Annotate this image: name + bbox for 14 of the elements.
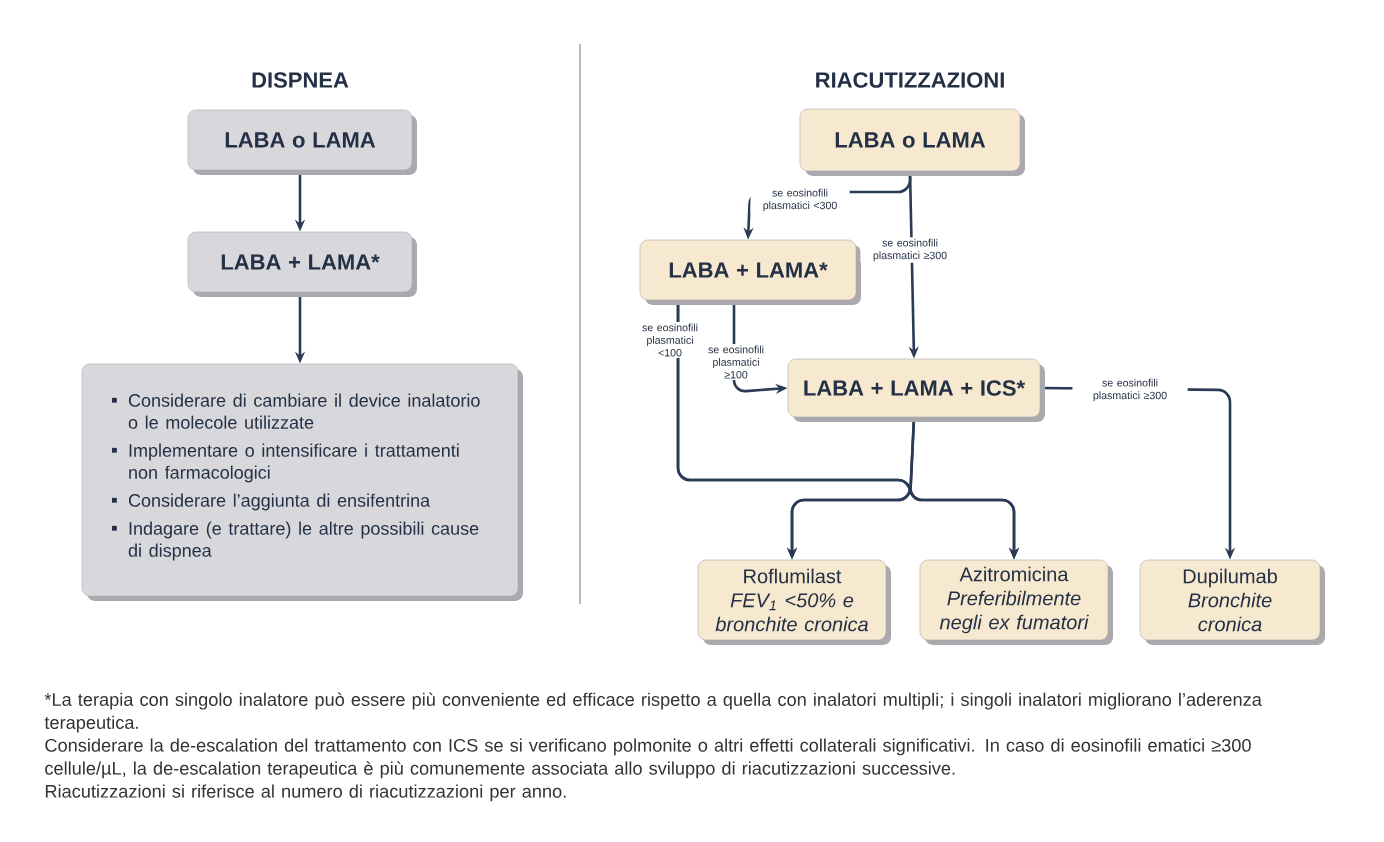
- footnote: Considerare la de-escalation del trattamento con ICS se si verificano polmonite o altri effetti collaterali significativi. In caso di eosinofili ematici ≥300 cellule/µL, la de-escalation terapeutica è più comunemente associata allo sviluppo di riacutizzazioni successive.: [45, 738, 1251, 779]
- treatment-box: Roflumilast FEV$_{1}$ <50% e bronchite cronica: [697, 559, 891, 645]
- treatment-box: LABA + LAMA*: [639, 239, 861, 305]
- column-title: DISPNEA: [252, 72, 349, 88]
- footnote: Riacutizzazioni si riferisce al numero di riacutizzazioni per anno.: [45, 784, 566, 802]
- treatment-box: LABA + LAMA + ICS*: [787, 358, 1045, 422]
- process-box: LABA o LAMA: [187, 109, 417, 175]
- note-box: Considerare di cambiare il device inalatorio o le molecole utilizzate Implementare o intensificare i trattamenti non farmacologici Considerare l’aggiunta di ensifentrina Indagare (e trattare) le altre possibili cause di dispnea: [81, 363, 523, 601]
- treatment-box: Dupilumab Bronchite cronica: [1139, 559, 1325, 645]
- treatment-box: Azitromicina Preferibilmente negli ex fumatori: [919, 559, 1113, 645]
- treatment-box: LABA o LAMA: [799, 108, 1025, 176]
- footnote: *La terapia con singolo inalatore può essere più conveniente ed efficace rispetto a quella con inalatori multipli; i singoli inalatori migliorano l’aderenza terapeutica.: [44, 692, 1262, 733]
- column-title: RIACUTIZZAZIONI: [816, 72, 1004, 88]
- process-box: LABA + LAMA*: [187, 231, 417, 297]
